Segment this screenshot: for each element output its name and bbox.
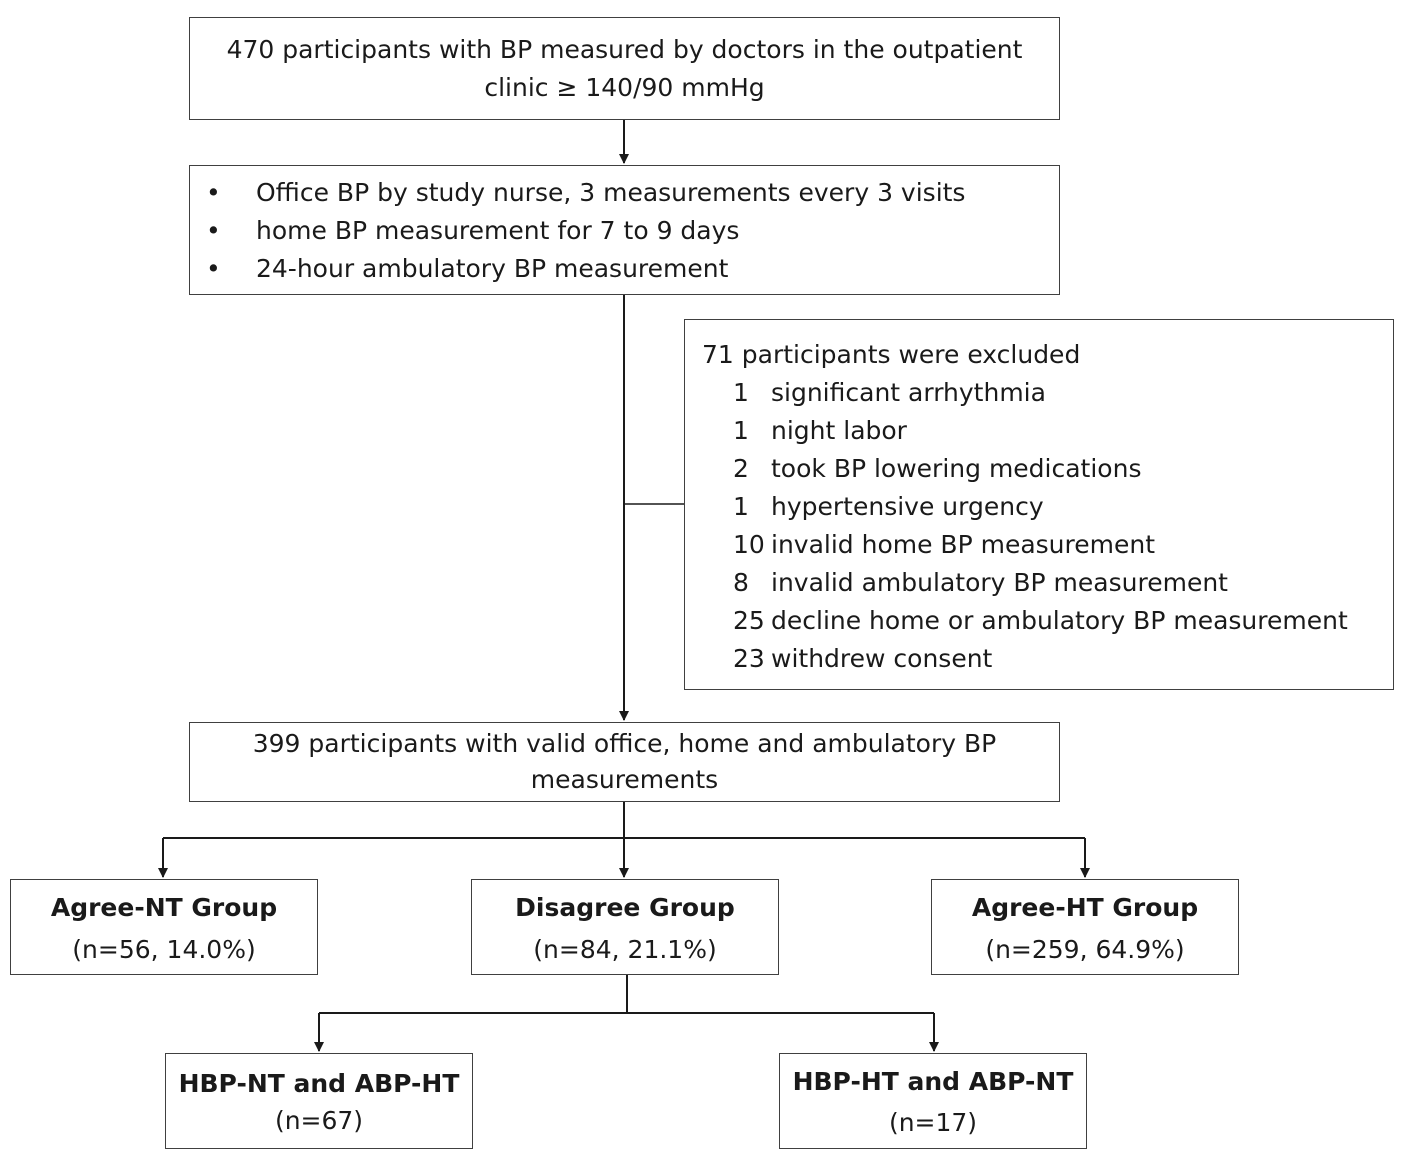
agree-nt-group-title: Agree-NT Group (50, 893, 278, 922)
exclusion-count: 2 (733, 454, 749, 483)
bullet-dot-icon: • (206, 178, 221, 207)
exclusion-count: 25 (733, 606, 765, 635)
valid-participants-line1: 399 participants with valid office, home… (252, 729, 997, 758)
disagree-group-stats: (n=84, 21.1%) (533, 935, 717, 964)
exclusion-reason: decline home or ambulatory BP measuremen… (771, 606, 1348, 635)
agree-nt-group-box: Agree-NT Group (n=56, 14.0%) (10, 879, 318, 975)
disagree-group-title: Disagree Group (515, 893, 735, 922)
initial-participants-line1: 470 participants with BP measured by doc… (226, 35, 1023, 64)
exclusion-count: 8 (733, 568, 749, 597)
bullet-text: 24-hour ambulatory BP measurement (256, 254, 729, 283)
bullet-dot-icon: • (206, 216, 221, 245)
agree-ht-group-box: Agree-HT Group (n=259, 64.9%) (931, 879, 1239, 975)
exclusion-reason: invalid home BP measurement (771, 530, 1156, 559)
agree-nt-group-stats: (n=56, 14.0%) (72, 935, 256, 964)
exclusion-count: 1 (733, 416, 749, 445)
bullet-dot-icon: • (206, 254, 221, 283)
hbp-ht-abp-nt-stats: (n=17) (888, 1108, 978, 1137)
measurement-protocol-box: • Office BP by study nurse, 3 measuremen… (189, 165, 1060, 295)
exclusion-box: 71 participants were excluded 1 signific… (684, 319, 1394, 690)
initial-participants-box: 470 participants with BP measured by doc… (189, 17, 1060, 120)
disagree-group-box: Disagree Group (n=84, 21.1%) (471, 879, 779, 975)
bullet-text: Office BP by study nurse, 3 measurements… (256, 178, 966, 207)
agree-ht-group-stats: (n=259, 64.9%) (985, 935, 1185, 964)
hbp-nt-abp-ht-title: HBP-NT and ABP-HT (178, 1069, 460, 1098)
exclusion-reason: significant arrhythmia (771, 378, 1046, 407)
initial-participants-line2: clinic ≥ 140/90 mmHg (484, 73, 765, 102)
exclusion-reason: invalid ambulatory BP measurement (771, 568, 1228, 597)
hbp-ht-abp-nt-title: HBP-HT and ABP-NT (792, 1067, 1074, 1096)
exclusion-count: 10 (733, 530, 765, 559)
exclusion-title: 71 participants were excluded (702, 340, 1081, 369)
hbp-ht-abp-nt-box: HBP-HT and ABP-NT (n=17) (779, 1053, 1087, 1149)
agree-ht-group-title: Agree-HT Group (971, 893, 1199, 922)
valid-participants-line2: measurements (530, 765, 719, 794)
exclusion-reason: hypertensive urgency (771, 492, 1044, 521)
exclusion-count: 1 (733, 378, 749, 407)
exclusion-reason: withdrew consent (771, 644, 993, 673)
exclusion-reason: took BP lowering medications (771, 454, 1142, 483)
exclusion-count: 23 (733, 644, 765, 673)
exclusion-count: 1 (733, 492, 749, 521)
hbp-nt-abp-ht-stats: (n=67) (274, 1106, 364, 1135)
valid-participants-box: 399 participants with valid office, home… (189, 722, 1060, 802)
exclusion-reason: night labor (771, 416, 907, 445)
hbp-nt-abp-ht-box: HBP-NT and ABP-HT (n=67) (165, 1053, 473, 1149)
bullet-text: home BP measurement for 7 to 9 days (256, 216, 740, 245)
